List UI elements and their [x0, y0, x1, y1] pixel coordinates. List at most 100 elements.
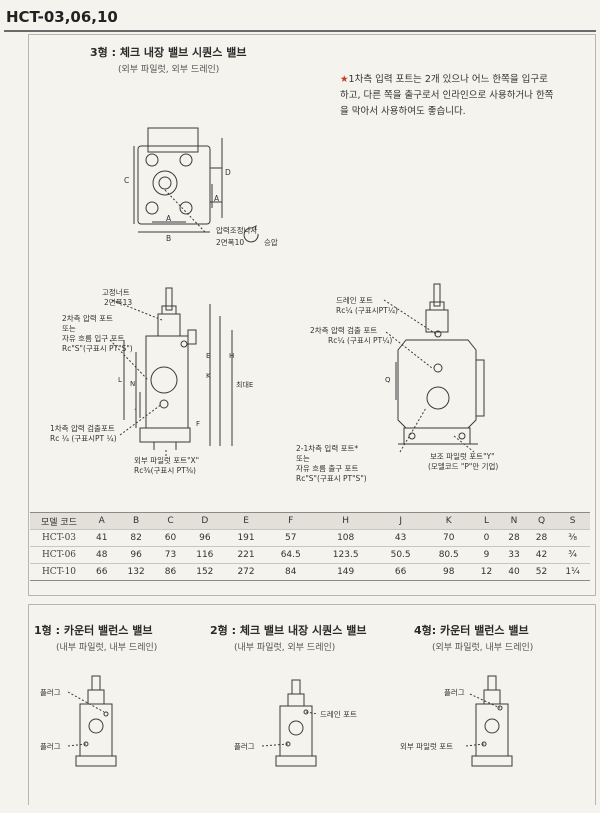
secondary-detect-label-1: 2차측 압력 검출 포트: [310, 326, 378, 335]
lock-nut-label: 고정너트: [102, 288, 130, 297]
aux-pilot-label-2: (모델코드 "P"만 기업): [428, 462, 499, 471]
primary-detect-label-2: Rc ¼ (구표시PT ¼): [50, 434, 117, 443]
table-header-cell: D: [184, 512, 226, 530]
table-cell: 66: [376, 563, 425, 581]
dim-label-d: D: [225, 168, 231, 177]
dim-label-a: A: [166, 214, 172, 223]
variant-2-title: 2형 : 체크 밸브 내장 시퀀스 밸브: [210, 624, 367, 637]
table-header-row: 모델 코드 A B C D E F H J K L N Q S: [30, 512, 590, 530]
dim-label-a-vertical: A: [214, 194, 220, 203]
table-header-cell: B: [115, 512, 157, 530]
table-cell: 272: [225, 563, 267, 581]
dim-label-l: L: [118, 376, 122, 384]
table-header-cell: A: [88, 512, 116, 530]
table-cell: 48: [88, 546, 116, 564]
table-cell: ⅜: [555, 529, 590, 547]
front-view-drawing: [383, 283, 485, 453]
table-row: HCT-03 41 82 60 96 191 57 108 43 70 0 28…: [30, 529, 590, 547]
dim-label-k: K: [206, 372, 211, 380]
usage-note: ★1차측 입력 포트는 2개 있으나 어느 한쪽을 입구로 하고, 다른 쪽을 …: [340, 72, 555, 120]
dimension-table: 모델 코드 A B C D E F H J K L N Q S HCT-03 4…: [30, 512, 590, 581]
dim-label-q: Q: [385, 376, 391, 384]
variant-1-title: 1형 : 카운터 밸런스 밸브: [34, 624, 153, 637]
section-subtitle: (외부 파일럿, 외부 드레인): [118, 65, 220, 75]
adjust-screw-size: 2면폭10: [216, 238, 245, 247]
table-cell: 9: [472, 546, 501, 564]
secondary-detect-label-2: Rc¼ (구표시 PT¼): [328, 336, 393, 345]
table-cell: 64.5: [266, 546, 315, 564]
dim-label-max-e: 최대E: [236, 381, 254, 389]
table-cell: HCT-10: [30, 563, 88, 581]
table-cell: 70: [424, 529, 473, 547]
secondary-port-label-3: 자유 흐름 입구 포트: [62, 334, 125, 343]
table-cell: 0: [472, 529, 501, 547]
table-cell: 96: [184, 529, 226, 547]
variant-2-label-a: 드레인 포트: [320, 710, 357, 719]
table-cell: 73: [156, 546, 185, 564]
variant-3-label-a: 플러그: [444, 688, 465, 697]
table-cell: 149: [314, 563, 377, 581]
table-cell: 12: [472, 563, 501, 581]
table-cell: 96: [115, 546, 157, 564]
table-cell: 33: [500, 546, 528, 564]
table-header-cell: J: [376, 512, 425, 530]
primary-port-label-2: 또는: [296, 454, 310, 463]
dim-label-b: B: [166, 234, 172, 243]
table-cell: 86: [156, 563, 185, 581]
table-cell: 1¼: [555, 563, 590, 581]
table-cell: 41: [88, 529, 116, 547]
table-cell: 116: [184, 546, 226, 564]
table-header-cell: C: [156, 512, 185, 530]
drain-port-label-1: 드레인 포트: [336, 296, 373, 305]
primary-detect-label-1: 1차측 압력 검출포트: [50, 424, 115, 433]
dim-label-h: H: [229, 352, 235, 360]
secondary-port-label-4: Rc"S"(구표시 PT"S"): [62, 344, 133, 353]
primary-port-label-3: 자유 흐름 출구 포트: [296, 464, 359, 473]
external-pilot-label-1: 외부 파일럿 포트"X": [134, 456, 200, 465]
dim-label-c: C: [124, 176, 130, 185]
page-title: HCT-03,06,10: [6, 8, 118, 26]
bottom-frame: [28, 604, 596, 805]
table-cell: 123.5: [314, 546, 377, 564]
table-cell: 28: [527, 529, 556, 547]
table-cell: 80.5: [424, 546, 473, 564]
table-cell: 66: [88, 563, 116, 581]
table-cell: 50.5: [376, 546, 425, 564]
table-cell: 191: [225, 529, 267, 547]
table-header-cell: 모델 코드: [30, 512, 88, 530]
table-header-cell: N: [500, 512, 528, 530]
table-cell: 60: [156, 529, 185, 547]
variant-1-label-b: 플러그: [40, 742, 61, 751]
table-header-cell: F: [266, 512, 315, 530]
primary-port-label-1: 2-1차측 입력 포트*: [296, 444, 359, 453]
table-cell: 40: [500, 563, 528, 581]
header-rule: [4, 30, 596, 32]
variant-1-label-a: 플러그: [40, 688, 61, 697]
table-header-cell: S: [555, 512, 590, 530]
table-row: HCT-10 66 132 86 152 272 84 149 66 98 12…: [30, 563, 590, 581]
table-cell: 42: [527, 546, 556, 564]
table-header-cell: L: [472, 512, 501, 530]
table-cell: 152: [184, 563, 226, 581]
table-cell: HCT-06: [30, 546, 88, 564]
adjust-screw-label: 압력조정나사: [216, 226, 258, 235]
table-cell: ¾: [555, 546, 590, 564]
table-cell: 28: [500, 529, 528, 547]
dim-label-n: N: [130, 380, 136, 388]
table-header-cell: K: [424, 512, 473, 530]
dim-label-e: E: [206, 352, 211, 360]
variant-1-subtitle: (내부 파일럿, 내부 드레인): [56, 643, 158, 653]
dim-label-f: F: [196, 420, 201, 428]
table-cell: 43: [376, 529, 425, 547]
table-header-cell: H: [314, 512, 377, 530]
star-icon: ★: [340, 74, 349, 85]
usage-note-text: 1차측 입력 포트는 2개 있으나 어느 한쪽을 입구로 하고, 다른 쪽을 출…: [340, 74, 554, 117]
table-cell: 52: [527, 563, 556, 581]
table-cell: HCT-03: [30, 529, 88, 547]
side-view-drawing: [109, 287, 233, 458]
variant-3-label-b: 외부 파일럿 포트: [400, 742, 454, 751]
primary-port-label-4: Rc"S"(구표시 PT"S"): [296, 474, 367, 483]
table-header-cell: E: [225, 512, 267, 530]
table-cell: 98: [424, 563, 473, 581]
